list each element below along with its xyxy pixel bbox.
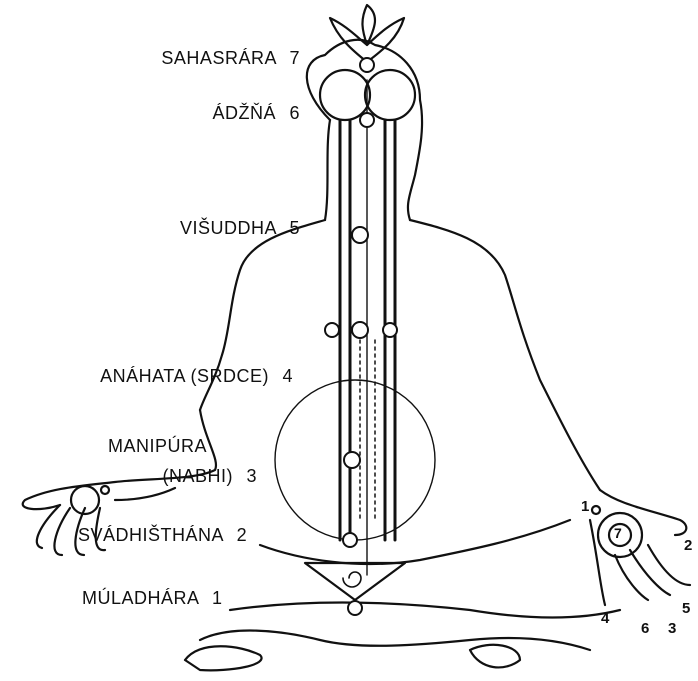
chakra-node-6	[360, 113, 374, 127]
label-muladhara-name: MÚLADHÁRA	[82, 588, 199, 608]
chakra-node-5	[352, 227, 368, 243]
right-hand-fingers	[590, 520, 690, 605]
neck-left	[325, 120, 330, 220]
muladhara-triangle	[305, 563, 405, 600]
label-visuddha: VIŠUDDHA 5	[70, 218, 300, 239]
label-adzna: ÁDŽŇÁ 6	[70, 103, 300, 124]
right-palm-small	[592, 506, 600, 514]
label-anahata-name: ANÁHATA (SRDCE)	[100, 366, 269, 386]
right-finger-4: 4	[601, 610, 609, 627]
label-anahata: ANÁHATA (SRDCE) 4	[0, 366, 293, 387]
crown-lotus	[330, 5, 404, 62]
label-visuddha-number: 5	[289, 218, 300, 238]
label-manipura-name: MANIPÚRA	[108, 436, 207, 456]
chakra-node-4-left	[325, 323, 339, 337]
label-manipura-number: 3	[246, 466, 257, 486]
right-finger-5: 5	[682, 600, 690, 617]
label-svadhisthana-number: 2	[237, 525, 248, 545]
label-manipura: MANIPÚRA	[108, 436, 207, 457]
left-foot	[185, 646, 262, 670]
label-svadhisthana: SVÁDHIŠTHÁNA 2	[78, 525, 247, 546]
label-sahasrara-name: SAHASRÁRA	[161, 48, 276, 68]
kundalini-spiral	[343, 572, 361, 587]
torso-outline-right	[410, 220, 600, 490]
label-adzna-name: ÁDŽŇÁ	[212, 103, 276, 123]
right-finger-3: 3	[668, 620, 676, 637]
label-manipura-line2: (NABHI) 3	[70, 466, 257, 487]
legs-outline	[200, 520, 620, 650]
ajna-right-lobe	[365, 70, 415, 120]
left-palm-small	[101, 486, 109, 494]
chakra-node-1	[348, 601, 362, 615]
right-foot	[470, 645, 520, 668]
chakra-node-2	[343, 533, 357, 547]
label-muladhara-number: 1	[212, 588, 223, 608]
label-muladhara: MÚLADHÁRA 1	[82, 588, 223, 609]
chakra-node-4-right	[383, 323, 397, 337]
label-svadhisthana-name: SVÁDHIŠTHÁNA	[78, 525, 223, 545]
right-palm-number: 7	[614, 525, 622, 541]
label-sahasrara-number: 7	[289, 48, 300, 68]
right-finger-6: 6	[641, 620, 649, 637]
chakra-node-7	[360, 58, 374, 72]
label-visuddha-name: VIŠUDDHA	[180, 218, 276, 238]
label-nabhi: (NABHI)	[162, 466, 233, 486]
right-finger-2: 2	[684, 537, 692, 554]
chakra-node-4	[352, 322, 368, 338]
right-finger-1: 1	[581, 498, 589, 515]
label-sahasrara: SAHASRÁRA 7	[70, 48, 300, 69]
label-anahata-number: 4	[282, 366, 293, 386]
left-arm	[23, 410, 216, 509]
ajna-left-lobe	[320, 70, 370, 120]
chakra-node-3	[344, 452, 360, 468]
right-arm	[600, 490, 686, 535]
label-adzna-number: 6	[289, 103, 300, 123]
